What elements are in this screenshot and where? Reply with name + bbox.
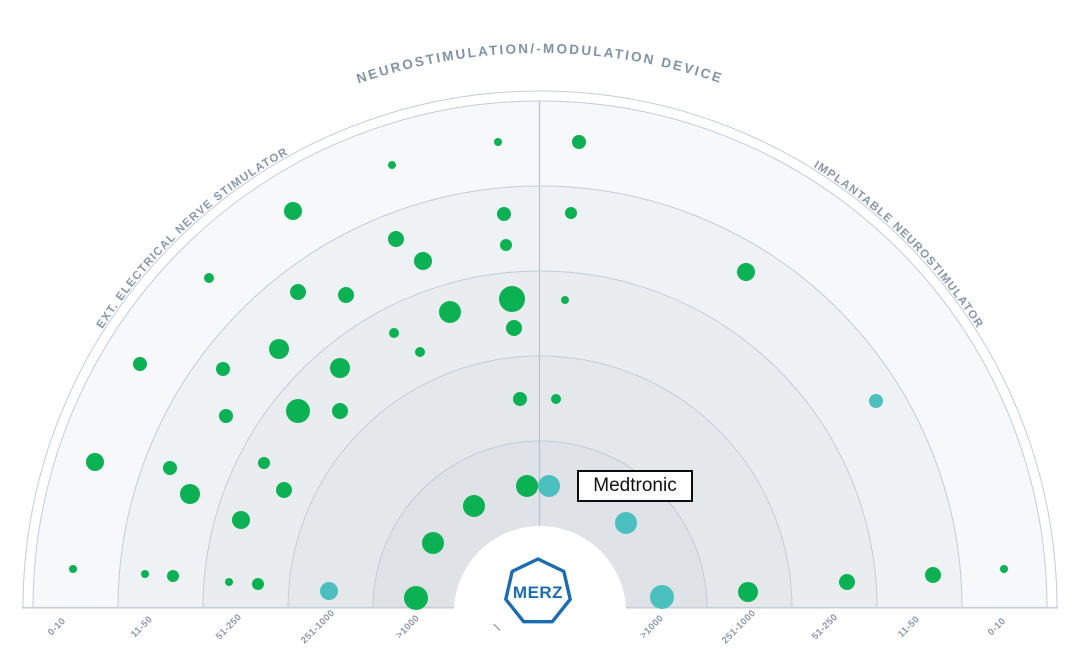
company-bubble[interactable]: [86, 453, 104, 471]
company-bubble[interactable]: [561, 296, 569, 304]
company-bubble[interactable]: [506, 320, 522, 336]
merz-logo: MERZ: [504, 557, 572, 624]
company-bubble[interactable]: [839, 574, 855, 590]
company-bubble[interactable]: [204, 273, 214, 283]
company-bubble[interactable]: [404, 586, 428, 610]
medtronic-annotation-label[interactable]: Medtronic: [577, 470, 693, 502]
company-bubble[interactable]: [163, 461, 177, 475]
merz-logo-text: MERZ: [513, 583, 563, 602]
highlighted-bubble[interactable]: [320, 582, 338, 600]
company-bubble[interactable]: [330, 358, 350, 378]
company-bubble[interactable]: [565, 207, 577, 219]
company-bubble[interactable]: [286, 399, 310, 423]
company-bubble[interactable]: [69, 565, 77, 573]
company-bubble[interactable]: [414, 252, 432, 270]
highlighted-bubble[interactable]: [615, 512, 637, 534]
company-bubble[interactable]: [133, 357, 147, 371]
company-bubble[interactable]: [216, 362, 230, 376]
company-bubble[interactable]: [572, 135, 586, 149]
company-bubble[interactable]: [167, 570, 179, 582]
company-bubble[interactable]: [252, 578, 264, 590]
company-bubble[interactable]: [1000, 565, 1008, 573]
company-bubble[interactable]: [516, 475, 538, 497]
company-bubble[interactable]: [388, 231, 404, 247]
company-bubble[interactable]: [494, 138, 502, 146]
company-bubble[interactable]: [500, 239, 512, 251]
company-bubble[interactable]: [925, 567, 941, 583]
company-bubble[interactable]: [388, 161, 396, 169]
company-bubble[interactable]: [332, 403, 348, 419]
company-bubble[interactable]: [499, 286, 525, 312]
company-bubble[interactable]: [439, 301, 461, 323]
center-disc: [454, 526, 626, 649]
company-bubble[interactable]: [389, 328, 399, 338]
company-bubble[interactable]: [290, 284, 306, 300]
company-bubble[interactable]: [269, 339, 289, 359]
company-bubble[interactable]: [463, 495, 485, 517]
company-bubble[interactable]: [219, 409, 233, 423]
company-bubble[interactable]: [415, 347, 425, 357]
chart-title-arc: NEUROSTIMULATION/-MODULATION DEVICE: [355, 41, 726, 86]
company-bubble[interactable]: [180, 484, 200, 504]
company-bubble[interactable]: [551, 394, 561, 404]
highlighted-bubble[interactable]: [538, 475, 560, 497]
company-bubble[interactable]: [141, 570, 149, 578]
bubbles-group: [69, 135, 1008, 610]
company-bubble[interactable]: [422, 532, 444, 554]
company-bubble[interactable]: [258, 457, 270, 469]
company-bubble[interactable]: [232, 511, 250, 529]
company-bubble[interactable]: [284, 202, 302, 220]
company-bubble[interactable]: [225, 578, 233, 586]
company-bubble[interactable]: [276, 482, 292, 498]
company-bubble[interactable]: [737, 263, 755, 281]
highlighted-bubble[interactable]: [650, 585, 674, 609]
company-bubble[interactable]: [738, 582, 758, 602]
company-bubble[interactable]: [497, 207, 511, 221]
merz-heptagon-icon: [504, 557, 572, 624]
company-bubble[interactable]: [338, 287, 354, 303]
highlighted-bubble[interactable]: [869, 394, 883, 408]
company-bubble[interactable]: [513, 392, 527, 406]
